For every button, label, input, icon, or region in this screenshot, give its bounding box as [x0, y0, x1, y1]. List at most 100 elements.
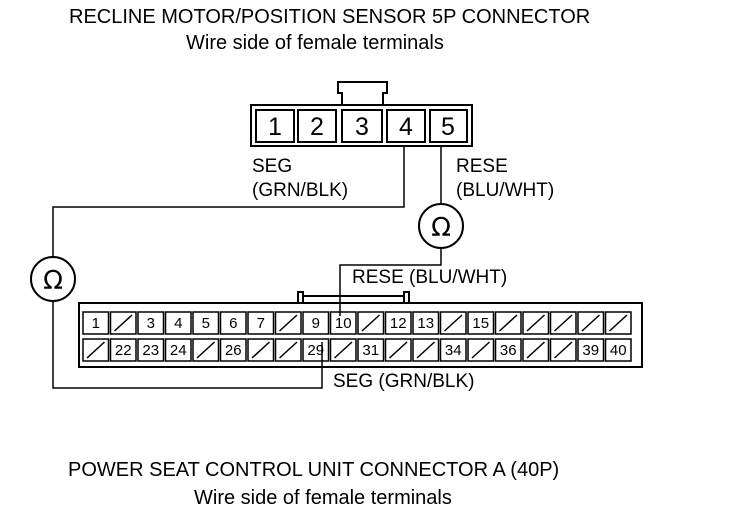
connector-cell	[274, 311, 302, 335]
seg-bottom-label: SEG (GRN/BLK)	[333, 371, 475, 392]
top-pin: 3	[355, 113, 369, 141]
connector-cell	[494, 338, 522, 362]
empty-cavity-slash	[526, 314, 546, 332]
ohm-meter-left: Ω	[30, 256, 76, 302]
empty-cavity-slash	[333, 341, 353, 359]
connector-pin-number: 34	[445, 342, 462, 359]
empty-cavity-slash	[388, 341, 408, 359]
empty-cavity-slash	[278, 314, 298, 332]
connector-cell	[247, 311, 275, 335]
connector-cell	[329, 311, 357, 335]
empty-cavity-slash	[553, 341, 573, 359]
connector-pin-number: 7	[257, 315, 265, 332]
empty-cavity-slash	[553, 314, 573, 332]
empty-cavity-slash	[608, 314, 628, 332]
top-connector-subtitle: Wire side of female terminals	[186, 32, 444, 54]
connector-cell	[219, 311, 247, 335]
connector-pin-number: 4	[174, 315, 182, 332]
connector-cell	[274, 338, 302, 362]
bottom-connector-subtitle: Wire side of female terminals	[194, 487, 452, 509]
top-connector-title: RECLINE MOTOR/POSITION SENSOR 5P CONNECT…	[69, 6, 591, 28]
connector-pin-number: 6	[229, 315, 237, 332]
seg-wire-lower	[52, 300, 323, 389]
connector-cell	[357, 311, 385, 335]
connector-cell	[164, 311, 192, 335]
empty-cavity-slash	[581, 314, 601, 332]
rese-wire-lower	[339, 248, 442, 316]
connector-cell	[109, 338, 137, 362]
ohm-symbol: Ω	[431, 213, 451, 243]
connector-cell	[412, 338, 440, 362]
connector-pin-number: 24	[170, 342, 187, 359]
connector-cell	[329, 338, 357, 362]
connector-cell	[384, 311, 412, 335]
ohm-symbol: Ω	[43, 266, 63, 296]
connector-cell	[549, 311, 577, 335]
connector-cell	[549, 338, 577, 362]
connector-cell	[192, 338, 220, 362]
rese-top-label: RESE	[456, 156, 508, 177]
connector-cell	[412, 311, 440, 335]
empty-cavity-slash	[113, 314, 133, 332]
connector-cell	[604, 338, 632, 362]
connector-cell	[522, 311, 550, 335]
connector-cell	[577, 338, 605, 362]
connector-cell	[439, 311, 467, 335]
top-connector	[250, 81, 473, 147]
empty-cavity-slash	[416, 341, 436, 359]
bottom-connector-title: POWER SEAT CONTROL UNIT CONNECTOR A (40P…	[68, 459, 560, 481]
empty-cavity-slash	[278, 341, 298, 359]
connector-cell	[302, 311, 330, 335]
connector-pin-number: 10	[335, 315, 352, 332]
connector-cell	[164, 338, 192, 362]
connector-cell	[384, 338, 412, 362]
connector-cell	[82, 311, 110, 335]
top-pin: 1	[268, 113, 282, 141]
connector-pin-number: 3	[147, 315, 155, 332]
connector-cell	[82, 338, 110, 362]
connector-pin-number: 40	[610, 342, 627, 359]
connector-cell	[522, 338, 550, 362]
top-pin: 5	[441, 113, 455, 141]
top-connector-pins: 1 2 3 4 5	[268, 113, 455, 141]
empty-cavity-slash	[526, 341, 546, 359]
top-pin: 2	[310, 113, 324, 141]
wires	[52, 146, 442, 389]
connector-pin-number: 9	[312, 315, 320, 332]
top-pin: 4	[399, 113, 413, 141]
connector-pin-number: 39	[582, 342, 599, 359]
connector-cell	[467, 311, 495, 335]
connector-pin-number: 13	[417, 315, 434, 332]
connector-pin-number: 31	[362, 342, 379, 359]
rese-bottom-label: RESE (BLU/WHT)	[352, 267, 508, 288]
connector-cell	[467, 338, 495, 362]
empty-cavity-slash	[196, 341, 216, 359]
connector-pin-number: 12	[390, 315, 407, 332]
connector-cell	[577, 311, 605, 335]
connector-pin-number: 29	[307, 342, 324, 359]
connector-cell	[604, 311, 632, 335]
empty-cavity-slash	[86, 341, 106, 359]
empty-cavity-slash	[251, 341, 271, 359]
connector-cell	[137, 311, 165, 335]
empty-cavity-slash	[471, 341, 491, 359]
connector-cell	[494, 311, 522, 335]
seg-top-label: SEG	[252, 156, 293, 177]
connector-pin-number: 36	[500, 342, 517, 359]
connector-pin-number: 22	[115, 342, 132, 359]
connector-cell	[219, 338, 247, 362]
ohm-meter-right: Ω	[418, 203, 464, 249]
rese-top-color-label: (BLU/WHT)	[456, 180, 555, 201]
bottom-connector	[78, 291, 643, 368]
seg-top-color-label: (GRN/BLK)	[252, 180, 349, 201]
seg-wire	[52, 146, 405, 258]
empty-cavity-slash	[361, 314, 381, 332]
empty-cavity-slash	[498, 314, 518, 332]
connector-pin-number: 26	[225, 342, 242, 359]
connector-pin-number: 5	[202, 315, 210, 332]
connector-cell	[439, 338, 467, 362]
empty-cavity-slash	[443, 314, 463, 332]
connector-cell	[109, 311, 137, 335]
